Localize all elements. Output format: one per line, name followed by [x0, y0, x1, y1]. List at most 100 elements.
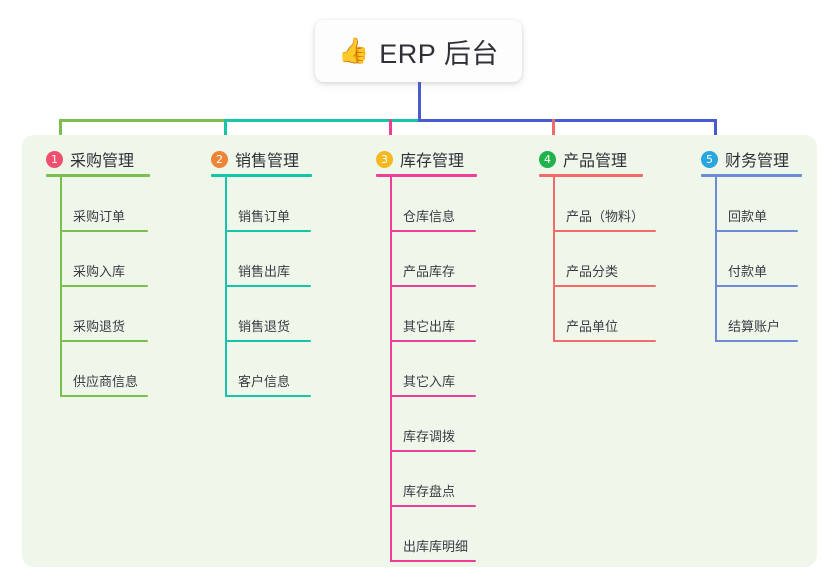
branch-number-badge-sales: 2 [211, 150, 228, 168]
leaf-item[interactable]: 产品（物料） [553, 177, 656, 232]
leaf-item[interactable]: 销售出库 [225, 232, 311, 287]
leaf-label: 产品（物料） [566, 209, 645, 224]
leaf-label: 采购入库 [73, 264, 126, 279]
branch-header-inventory[interactable]: 3 库存管理 [376, 147, 464, 171]
leaf-rule [390, 340, 476, 342]
branch-number-badge-inventory: 3 [376, 150, 393, 168]
leaf-item[interactable]: 付款单 [715, 232, 798, 287]
branch-header-purchase[interactable]: 1 采购管理 [46, 147, 134, 171]
branch-title-product: 产品管理 [563, 153, 628, 170]
leaf-rule [60, 340, 148, 342]
leaf-item[interactable]: 供应商信息 [60, 342, 148, 397]
branch-spine-purchase [60, 177, 62, 397]
leaf-label: 回款单 [728, 209, 768, 224]
leaf-rule [60, 230, 148, 232]
root-title: ERP 后台 [379, 38, 499, 69]
branch-rule-product [539, 174, 643, 177]
leaf-label: 付款单 [728, 264, 768, 279]
bus-segment-indigo [418, 119, 717, 122]
leaf-label: 结算账户 [728, 319, 781, 334]
leaf-label: 其它出库 [403, 319, 456, 334]
connector-drop-product [552, 119, 555, 145]
leaf-item[interactable]: 采购退货 [60, 287, 148, 342]
leaf-rule [715, 285, 798, 287]
branch-title-sales: 销售管理 [235, 153, 300, 170]
root-node[interactable]: 👍 ERP 后台 [315, 20, 522, 82]
leaf-label: 销售退货 [238, 319, 291, 334]
leaf-item[interactable]: 其它出库 [390, 287, 476, 342]
leaf-item[interactable]: 采购入库 [60, 232, 148, 287]
leaf-label: 库存盘点 [403, 484, 456, 499]
leaf-item[interactable]: 产品分类 [553, 232, 656, 287]
branch-number-badge-product: 4 [539, 150, 556, 168]
leaf-item[interactable]: 结算账户 [715, 287, 798, 342]
leaf-label: 客户信息 [238, 374, 291, 389]
leaf-rule [225, 230, 311, 232]
leaf-item[interactable]: 出库库明细 [390, 507, 476, 562]
leaf-item[interactable]: 产品单位 [553, 287, 656, 342]
leaf-label: 仓库信息 [403, 209, 456, 224]
leaf-rule [390, 395, 476, 397]
branch-spine-sales [225, 177, 227, 397]
connector-trunk [418, 82, 421, 119]
bus-segment-green [59, 119, 224, 122]
leaf-label: 库存调拨 [403, 429, 456, 444]
leaf-label: 供应商信息 [73, 374, 139, 389]
leaf-item[interactable]: 库存调拨 [390, 397, 476, 452]
connector-drop-sales [224, 119, 227, 145]
leaf-rule [553, 285, 656, 287]
leaf-rule [60, 285, 148, 287]
leaf-label: 其它入库 [403, 374, 456, 389]
leaf-item[interactable]: 其它入库 [390, 342, 476, 397]
branches-panel [22, 135, 817, 567]
bus-segment-teal [224, 119, 421, 122]
thumbs-up-icon: 👍 [338, 36, 370, 65]
branch-number-badge-finance: 5 [701, 150, 718, 168]
leaf-rule [553, 340, 656, 342]
connector-drop-purchase [59, 119, 62, 145]
leaf-rule [715, 230, 798, 232]
leaf-item[interactable]: 采购订单 [60, 177, 148, 232]
branch-rule-inventory [376, 174, 477, 177]
leaf-item[interactable]: 产品库存 [390, 232, 476, 287]
branch-title-purchase: 采购管理 [70, 153, 135, 170]
leaf-label: 采购退货 [73, 319, 126, 334]
connector-drop-finance [714, 119, 717, 145]
leaf-label: 销售出库 [238, 264, 291, 279]
leaf-label: 采购订单 [73, 209, 126, 224]
leaf-rule [390, 505, 476, 507]
leaf-rule [225, 340, 311, 342]
leaf-item[interactable]: 回款单 [715, 177, 798, 232]
leaf-label: 出库库明细 [403, 539, 469, 554]
leaf-item[interactable]: 库存盘点 [390, 452, 476, 507]
branch-header-product[interactable]: 4 产品管理 [539, 147, 627, 171]
branch-spine-finance [715, 177, 717, 342]
branch-title-inventory: 库存管理 [400, 153, 465, 170]
branch-spine-inventory [390, 177, 392, 562]
leaf-rule [390, 450, 476, 452]
branch-rule-finance [701, 174, 802, 177]
branch-rule-sales [211, 174, 312, 177]
leaf-rule [390, 560, 476, 562]
leaf-rule [715, 340, 798, 342]
leaf-item[interactable]: 销售订单 [225, 177, 311, 232]
leaf-rule [553, 230, 656, 232]
leaf-rule [225, 395, 311, 397]
branch-header-sales[interactable]: 2 销售管理 [211, 147, 299, 171]
leaf-rule [390, 230, 476, 232]
connector-drop-inventory [389, 119, 392, 145]
leaf-label: 产品库存 [403, 264, 456, 279]
leaf-label: 销售订单 [238, 209, 291, 224]
leaf-item[interactable]: 销售退货 [225, 287, 311, 342]
leaf-label: 产品分类 [566, 264, 619, 279]
leaf-item[interactable]: 客户信息 [225, 342, 311, 397]
branch-number-badge-purchase: 1 [46, 150, 63, 168]
leaf-rule [60, 395, 148, 397]
branch-rule-purchase [46, 174, 150, 177]
leaf-item[interactable]: 仓库信息 [390, 177, 476, 232]
leaf-rule [225, 285, 311, 287]
leaf-label: 产品单位 [566, 319, 619, 334]
leaf-rule [390, 285, 476, 287]
